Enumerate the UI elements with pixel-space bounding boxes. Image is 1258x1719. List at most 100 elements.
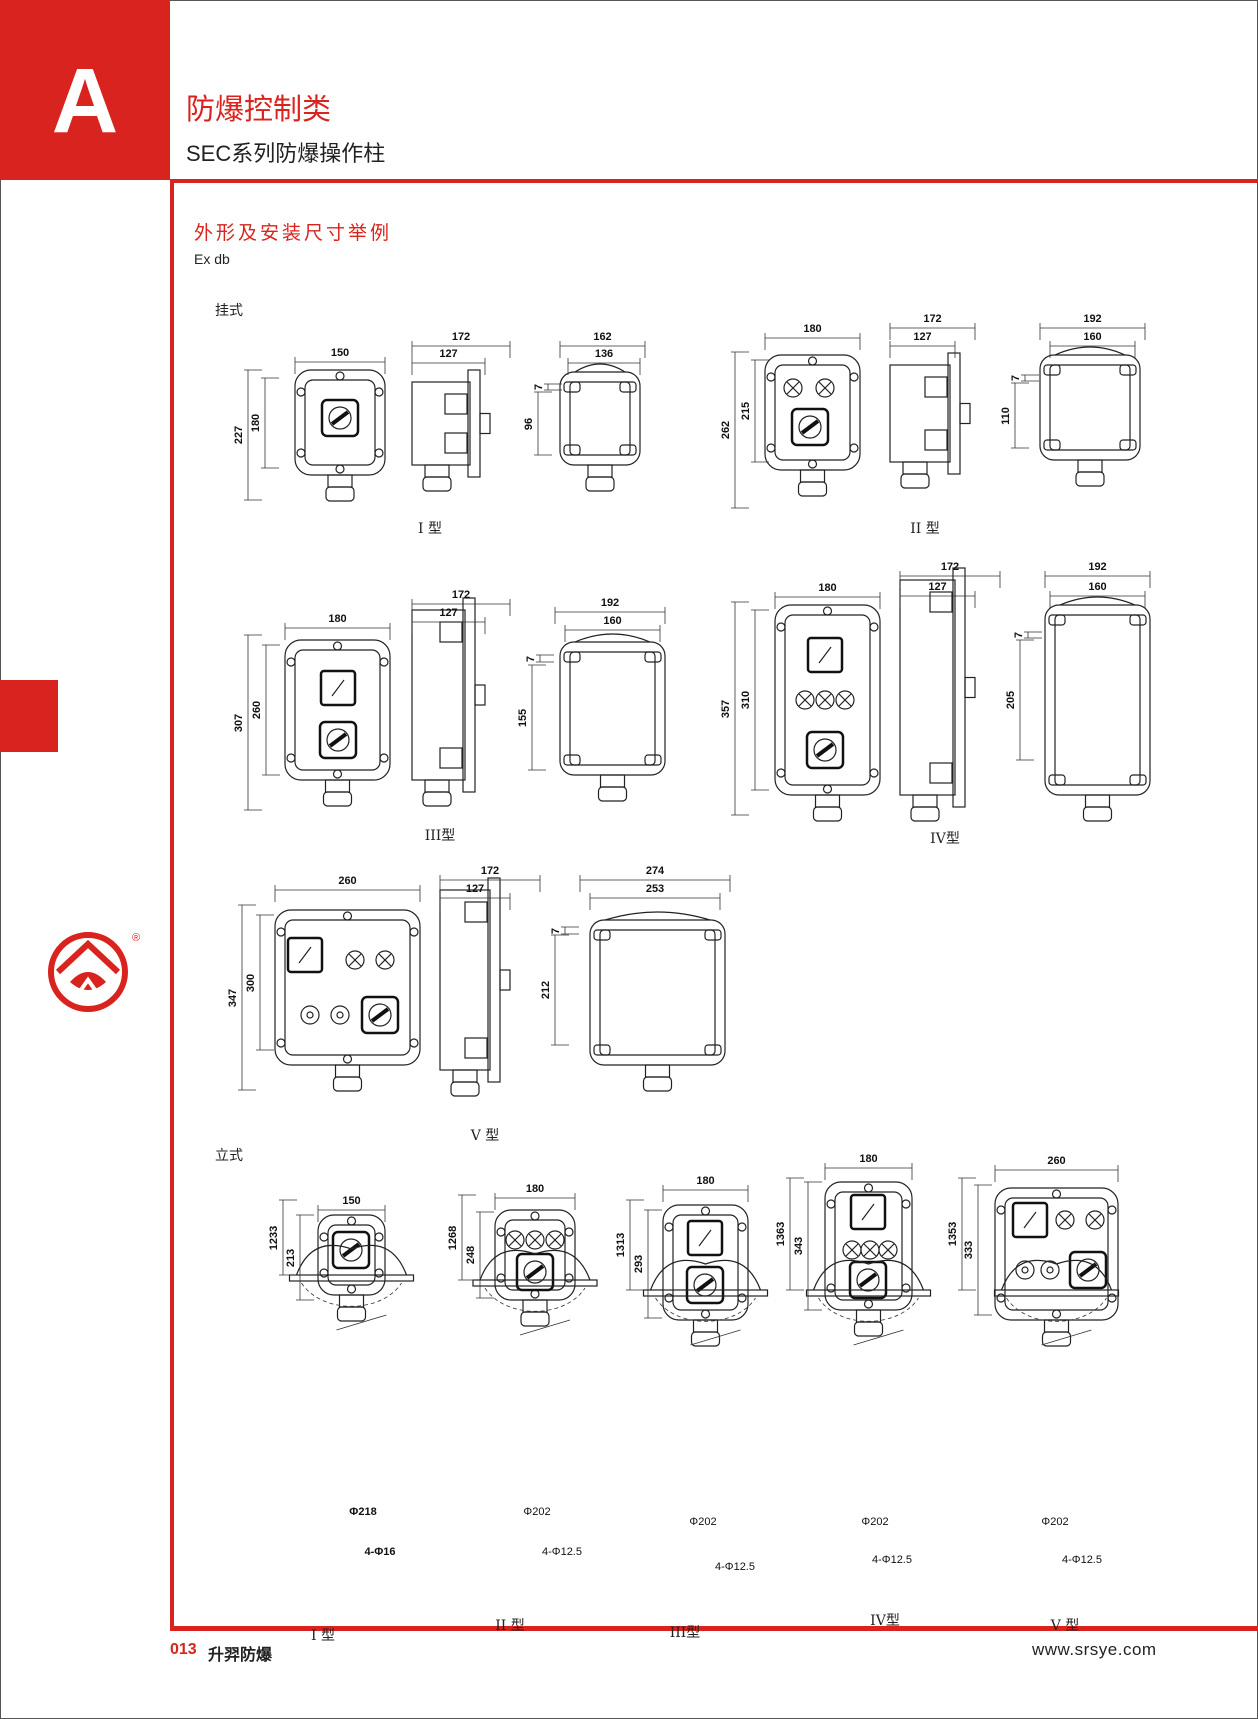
dimension-label: 253 — [645, 883, 665, 895]
enclosure-cover — [294, 649, 381, 771]
section-letter: A — [51, 50, 119, 152]
pedestal-base — [649, 1259, 762, 1291]
dimension-label: 160 — [1088, 581, 1107, 593]
indicator-lamp-icon — [525, 1230, 545, 1250]
mounting-lug — [644, 651, 662, 663]
cable-gland — [322, 791, 353, 807]
indicator-lamp-icon — [878, 1240, 898, 1260]
terminal — [444, 393, 468, 415]
dimension-label: 180 — [696, 1175, 715, 1187]
dimension-label: 213 — [285, 1248, 297, 1267]
series-title: SEC系列防爆操作柱 — [186, 141, 386, 166]
handle — [1059, 596, 1136, 606]
side-gland — [959, 402, 971, 425]
terminal — [464, 1037, 488, 1059]
dimension-label: 262 — [720, 420, 732, 440]
lamp-cross — [378, 953, 392, 967]
push-button — [1021, 1266, 1029, 1274]
dimension-label: 150 — [330, 347, 350, 359]
cable-gland — [597, 786, 628, 802]
dimension-label: 310 — [740, 690, 752, 710]
terminal — [439, 747, 463, 769]
cable-gland — [452, 1069, 478, 1083]
enclosure-cover — [1004, 1197, 1109, 1311]
section-subheading: Ex db — [194, 251, 230, 267]
screw-icon — [319, 1232, 329, 1242]
enclosure-back — [569, 651, 656, 766]
dimension-label: 7 — [533, 383, 545, 391]
screw-icon — [849, 443, 859, 453]
enclosure-cover — [284, 919, 411, 1056]
screw-icon — [776, 622, 786, 632]
screw-icon — [901, 1283, 911, 1293]
screw-icon — [332, 769, 343, 779]
model-label: II 型 — [910, 521, 940, 537]
cable-gland — [853, 1321, 884, 1337]
screw-icon — [374, 1232, 384, 1242]
bolt-circle — [1006, 1297, 1107, 1322]
dimension-label: 212 — [540, 980, 552, 1000]
dimension-label: 205 — [1005, 690, 1017, 710]
cable-gland — [325, 486, 355, 502]
screw-icon — [1107, 1293, 1117, 1303]
screw-icon — [409, 927, 419, 937]
selector-switch — [331, 1230, 371, 1270]
model-label: IV型 — [930, 831, 960, 847]
indicator-lamp-icon — [815, 378, 835, 398]
cable-gland — [334, 1064, 361, 1078]
leader-line — [690, 1329, 741, 1346]
dimension-label: 1363 — [775, 1221, 787, 1247]
mounting-lug — [1129, 774, 1147, 786]
dimension-label: 260 — [251, 700, 263, 720]
dimension-label: 136 — [594, 348, 614, 360]
ammeter — [806, 636, 844, 674]
selector-switch-knob — [368, 1003, 392, 1027]
screw-icon — [863, 1299, 874, 1309]
mounting-lug — [619, 444, 637, 456]
model-label: IV型 — [870, 1613, 900, 1629]
side-gland — [474, 684, 486, 706]
selector-switch — [1068, 1250, 1108, 1290]
mounting-frame — [589, 919, 726, 1066]
screw-icon — [496, 1227, 506, 1237]
screw-icon — [335, 371, 345, 381]
bolt-circle — [818, 1297, 919, 1322]
dimension-label: 300 — [245, 973, 257, 992]
dimension-label: 1353 — [947, 1221, 959, 1247]
mounting-lug — [563, 444, 581, 456]
screw-icon — [342, 911, 353, 921]
cable-gland — [422, 791, 452, 807]
dimension-label: 180 — [818, 582, 837, 594]
lamp-cross — [818, 693, 832, 707]
lamp-cross — [881, 1243, 895, 1257]
dimension-label: 7 — [550, 927, 562, 934]
screw-icon — [319, 1268, 329, 1278]
hanging-group-label: 挂式 — [215, 303, 243, 319]
enclosure-side — [411, 609, 466, 781]
selector-switch-knob — [813, 738, 837, 762]
dimension-label: 192 — [1083, 313, 1102, 325]
screw-icon — [296, 448, 306, 458]
cable-gland — [424, 779, 450, 793]
dimension-label: 172 — [940, 561, 960, 573]
mounting-lug — [563, 754, 581, 766]
screw-icon — [335, 464, 345, 474]
screw-icon — [863, 1183, 874, 1193]
screw-icon — [996, 1205, 1006, 1215]
lamp-cross — [548, 1233, 562, 1247]
model-label: I 型 — [311, 1628, 335, 1644]
mounting-lug — [644, 754, 662, 766]
enclosure-back — [1049, 364, 1131, 451]
side-gland — [964, 676, 976, 699]
footer-url[interactable]: www.srsye.com — [1032, 1640, 1157, 1659]
ammeter — [849, 1193, 887, 1231]
knob-bar — [1078, 1262, 1098, 1278]
cable-gland — [327, 474, 353, 488]
screw-icon — [379, 657, 389, 667]
enclosure-front — [764, 354, 861, 471]
cable-gland — [1082, 806, 1113, 822]
company-logo — [48, 932, 128, 1012]
base-plate — [642, 1289, 769, 1297]
mounting-lug — [619, 381, 637, 393]
screw-icon — [826, 1283, 836, 1293]
